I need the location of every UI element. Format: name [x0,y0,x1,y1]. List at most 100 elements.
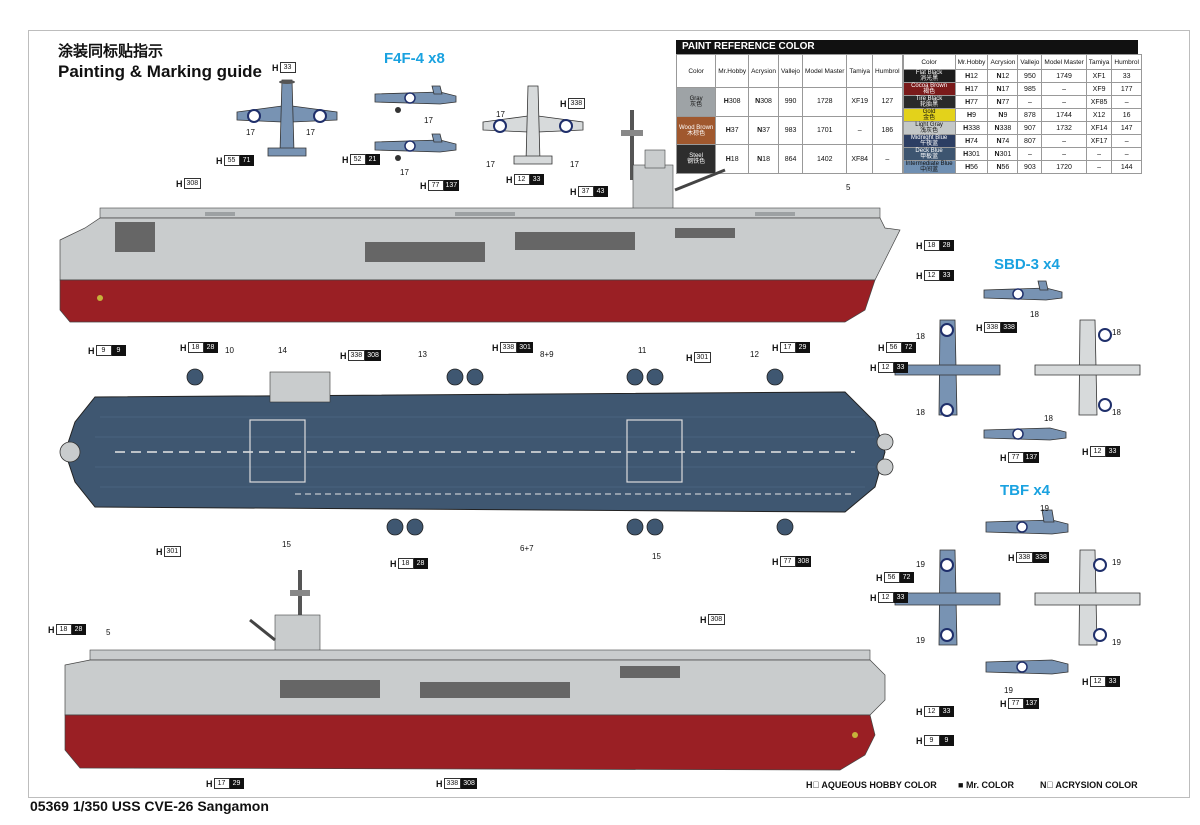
paint-cell-humbrol: 144 [1111,160,1142,174]
paint-cell-vallejo: 878 [1017,108,1043,122]
paint-value: – [1097,163,1102,171]
paint-value: 1749 [1056,72,1072,80]
color-name-cn: 午夜蓝 [920,141,939,147]
callout-17: 17 [570,160,579,169]
f4f-bottom-view [482,85,584,165]
paint-cell-tamiya: XF1 [1085,69,1113,83]
callout-17: 17 [496,110,505,119]
callout-18: 18 [1030,310,1039,319]
paint-cell-n: N18 [748,144,780,174]
paint-table-right: Color Mr.Hobby Acrysion Vallejo Model Ma… [902,54,1142,174]
color-name-cn: 浅灰色 [920,128,939,134]
color-name: Tire Black [915,96,943,102]
paint-value: 301 [968,150,980,158]
paint-cell-humbrol: 177 [1111,82,1142,96]
color-name: Flat Black [915,70,943,76]
paint-value: – [1124,150,1129,158]
sbd-side-view-2 [983,427,1067,441]
callout-19: 19 [1112,558,1121,567]
paint-value: – [1027,150,1032,158]
paint-cell-humbrol: 16 [1111,108,1142,122]
paint-reference-title: PAINT REFERENCE COLOR [676,40,1138,54]
paint-prefix: H [963,150,969,158]
paint-cell-vallejo: – [1017,95,1043,109]
paint-value: 74 [1001,137,1010,145]
paint-cell-n: N77 [987,95,1019,109]
paint-value: XF17 [1090,137,1108,145]
col-mrhobby: Mr.Hobby [954,54,989,70]
callout-15: 15 [652,552,661,561]
paint-cell-h: H301 [954,147,989,161]
paint-cell-vallejo: – [1017,147,1043,161]
paint-value: 864 [784,155,797,163]
paint-prefix: N [757,127,763,134]
callout-13: 13 [418,350,427,359]
callout-17: 17 [424,116,433,125]
callout-14: 14 [278,346,287,355]
callout-8-9: 8+9 [540,350,554,359]
color-name-cn: 轮胎黑 [920,102,939,108]
paint-value: – [885,155,890,163]
sbd-group-title: SBD-3 x4 [994,256,1060,273]
paint-value: – [1097,150,1102,158]
paint-prefix: H [965,137,971,145]
paint-value: XF85 [1090,98,1108,106]
paint-cell-h: H12 [954,69,989,83]
paint-value: 1732 [1056,124,1072,132]
paint-cell-h: H77 [954,95,989,109]
paint-cell-n: N338 [987,121,1019,135]
callout-18: 18 [1044,414,1053,423]
paint-value: – [1027,98,1032,106]
col-vallejo: Vallejo [778,53,804,89]
col-model-master: Model Master [1041,54,1087,70]
paint-value: – [1062,85,1067,93]
paint-cell-humbrol: 147 [1111,121,1142,135]
paint-value: XF1 [1092,72,1106,80]
color-name-cn: 木棕色 [687,130,706,137]
paint-cell-tamiya: X12 [1085,108,1113,122]
tbf-side-view [985,509,1069,535]
callout-12: 12 [750,350,759,359]
callout-17: 17 [246,128,255,137]
paint-table-left: Color Mr.Hobby Acrysion Vallejo Model Ma… [675,53,903,174]
col-vallejo: Vallejo [1017,54,1043,70]
paint-cell-n: N308 [748,87,780,117]
paint-value: 990 [784,98,797,106]
paint-cell-h: H17 [954,82,989,96]
paint-value: 177 [1120,85,1133,93]
paint-cell-tamiya: – [1085,147,1113,161]
paint-cell-tamiya: XF9 [1085,82,1113,96]
col-color: Color [675,53,717,89]
color-name: Intermediate Blue [905,161,953,167]
paint-cell-tamiya: XF14 [1085,121,1113,135]
paint-value: 144 [1120,163,1133,171]
paint-value: – [1062,150,1067,158]
paint-value: 147 [1120,124,1133,132]
callout-19: 19 [1040,504,1049,513]
legend-acrysion: N⃞ ACRYSION COLOR [1040,780,1138,790]
page-title: Painting & Marking guide [58,62,263,81]
page-frame [28,30,1190,798]
ship-port-profile [64,570,886,771]
kit-title: 05369 1/350 USS CVE-26 Sangamon [30,798,269,814]
